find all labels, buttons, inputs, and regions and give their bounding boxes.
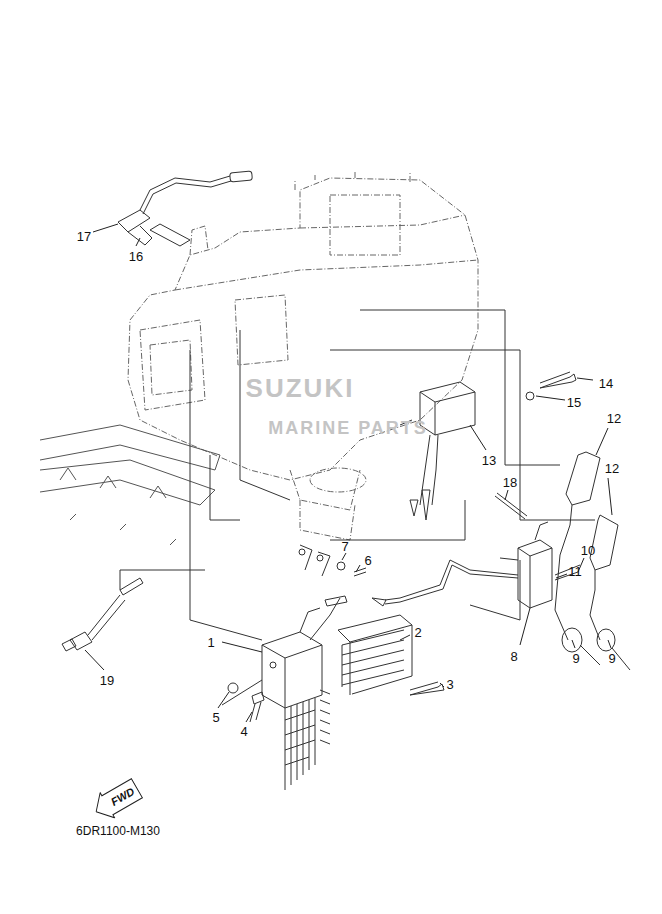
callout-number: 4 bbox=[240, 725, 247, 738]
callout-number: 14 bbox=[599, 377, 613, 390]
callout-number: 2 bbox=[414, 626, 421, 639]
callout-number: 17 bbox=[77, 230, 91, 243]
thermo-sensor bbox=[62, 578, 143, 651]
reference-line bbox=[120, 310, 595, 705]
ignition-coil bbox=[372, 522, 580, 608]
callout-number: 7 bbox=[341, 540, 348, 553]
callout-number: 9 bbox=[608, 652, 615, 665]
cable-tie bbox=[495, 493, 527, 519]
callout-number: 16 bbox=[129, 250, 143, 263]
callout-number: 8 bbox=[510, 650, 517, 663]
callout-number: 11 bbox=[568, 565, 582, 578]
plug-cap bbox=[555, 452, 630, 670]
callout-number: 15 bbox=[567, 396, 581, 409]
arrow-shape bbox=[89, 776, 144, 825]
direction-arrow: FWD bbox=[88, 775, 145, 826]
watermark: MARINE PARTS bbox=[268, 419, 428, 437]
drawing-code: 6DR1100-M130 bbox=[76, 825, 160, 837]
callout-number: 18 bbox=[503, 476, 517, 489]
callout-number: 3 bbox=[446, 678, 453, 691]
callout-number: 12 bbox=[605, 462, 619, 475]
watermark: SUZUKI bbox=[246, 375, 355, 401]
callout-number: 9 bbox=[572, 652, 579, 665]
screw bbox=[410, 682, 444, 695]
callout-number: 10 bbox=[581, 544, 595, 557]
sensor bbox=[118, 171, 252, 246]
cdi-unit bbox=[262, 596, 347, 790]
engine-block bbox=[128, 170, 478, 540]
terminal bbox=[299, 545, 366, 576]
rectifier bbox=[338, 615, 412, 695]
callout-number: 12 bbox=[607, 412, 621, 425]
module bbox=[400, 382, 475, 520]
callout-number: 5 bbox=[212, 711, 219, 724]
bolt bbox=[228, 683, 264, 722]
callout-number: 19 bbox=[100, 674, 114, 687]
callout-number: 1 bbox=[207, 636, 214, 649]
callout-number: 13 bbox=[482, 454, 496, 467]
leader-line bbox=[85, 224, 612, 722]
bracket bbox=[40, 425, 220, 545]
callout-number: 6 bbox=[364, 554, 371, 567]
